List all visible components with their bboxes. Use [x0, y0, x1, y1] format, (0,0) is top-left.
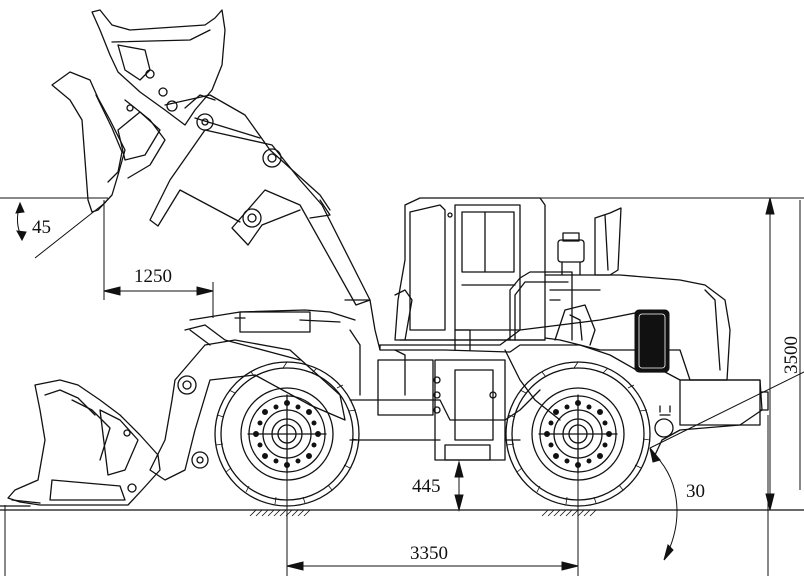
- overall-height-dimension: 3500: [540, 197, 804, 511]
- exhaust-stack: [594, 207, 622, 276]
- dump-reach-dimension: 1250: [103, 200, 214, 318]
- extension-lines: [4, 415, 769, 576]
- cab-handrail: [509, 271, 573, 341]
- ground-line: [0, 509, 804, 517]
- operator-cab: [394, 197, 546, 341]
- wheelbase-dimension: 3350: [286, 440, 579, 576]
- raised-bucket: [51, 9, 226, 213]
- dump-reach-label: 1250: [134, 266, 172, 287]
- air-intake: [557, 232, 585, 276]
- lowered-bucket: [0, 379, 161, 507]
- raised-boom-arm: [149, 94, 371, 306]
- ground-clearance-dimension: 445: [412, 460, 464, 512]
- counterweight: [654, 379, 769, 438]
- dump-angle-dimension: 45: [0, 197, 108, 259]
- loader-chassis: [344, 299, 763, 461]
- departure-angle-dimension: 30: [649, 371, 804, 561]
- wheelbase-label: 3350: [410, 543, 448, 564]
- dump-angle-label: 45: [32, 217, 51, 238]
- overall-height-label: 3500: [781, 336, 802, 374]
- ground-clearance-label: 445: [412, 476, 441, 497]
- departure-angle-label: 30: [686, 481, 705, 502]
- lowered-boom-arm: [149, 309, 361, 481]
- engine-hood: [544, 274, 731, 381]
